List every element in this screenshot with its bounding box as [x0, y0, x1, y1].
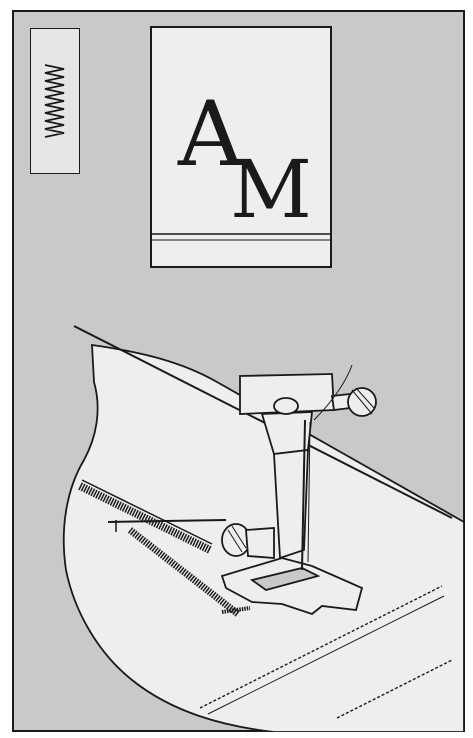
sewing-illustration — [12, 10, 465, 732]
